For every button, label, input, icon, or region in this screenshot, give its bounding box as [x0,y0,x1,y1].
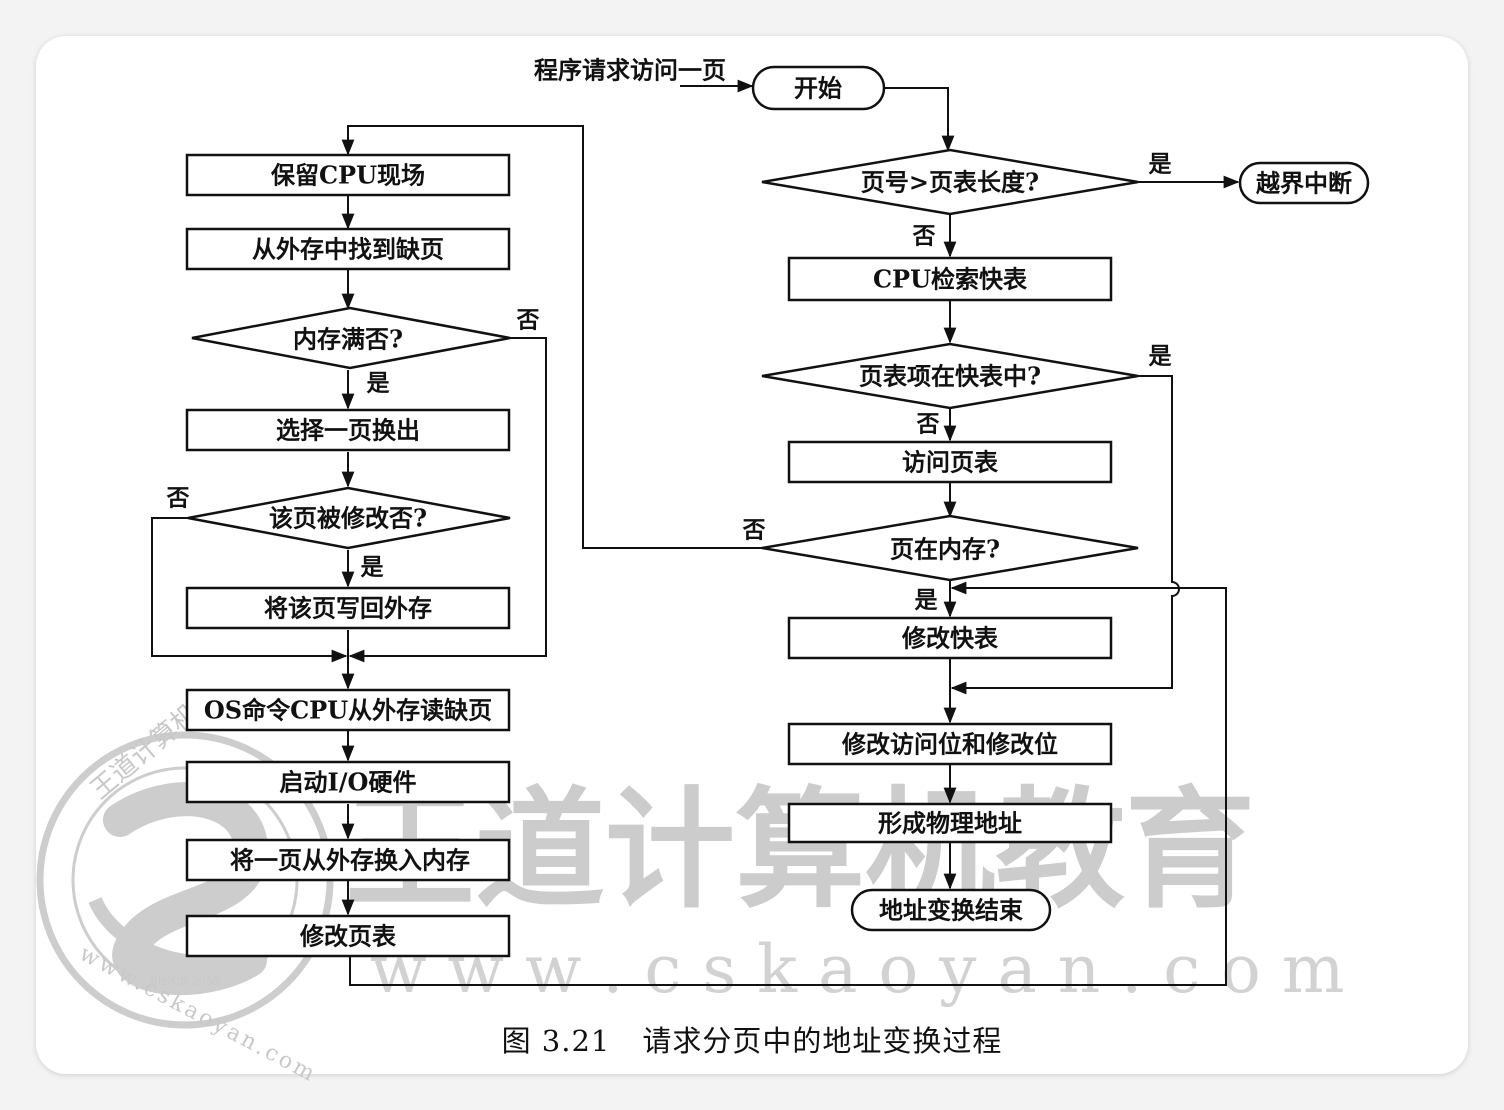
form-address-box [787,802,1113,844]
in-memory-decision [761,514,1139,582]
save-cpu-label: 保留CPU现场 [270,161,425,190]
overflow-label: 越界中断 [1256,169,1352,198]
memfull-no-line [348,337,547,663]
form-address-label: 形成物理地址 [878,809,1022,838]
check-length-label: 页号>页表长度? [861,168,1039,197]
no-label-modified: 否 [166,485,190,512]
update-tlb-box [787,616,1113,660]
find-page-box [185,227,511,271]
start-io-label: 启动I/O硬件 [280,768,417,797]
yes-label-overflow: 是 [1149,151,1172,178]
os-command-label: OS命令CPU从外存读缺页 [204,696,492,725]
start-label: 开始 [794,74,842,103]
entry-label: 程序请求访问一页 [534,56,726,85]
in-tlb-decision [761,342,1139,410]
no-label-memory: 否 [742,517,766,544]
no-label-length: 否 [912,223,936,250]
os-command-box [185,688,511,732]
update-tlb-label: 修改快表 [901,624,999,653]
seal-since-text: SINCE 2008 [150,975,219,988]
yes-label-memfull: 是 [367,370,390,397]
select-page-label: 选择一页换出 [276,416,420,445]
mem-full-label: 内存满否? [293,325,403,354]
check-length-decision [761,148,1139,216]
end-label: 地址变换结束 [879,896,1024,925]
end-node [850,888,1052,932]
yes-label-memory: 是 [915,587,938,614]
write-back-label: 将该页写回外存 [264,594,432,623]
yes-label-tlb: 是 [1149,343,1172,370]
mem-full-decision [191,306,511,370]
start-io-box [185,760,511,804]
update-bits-label: 修改访问位和修改位 [841,730,1058,759]
url-watermark: w w w . c s k a o y a n . c o m [370,931,1344,1008]
figure-number: 图 3.21 [501,1024,611,1058]
inmem-no-line [341,125,762,549]
search-tlb-box [787,256,1113,302]
find-page-label: 从外存中找到缺页 [252,235,444,264]
in-memory-label: 页在内存? [890,535,1000,564]
yes-label-modified: 是 [361,554,384,581]
select-page-box [185,408,511,452]
in-tlb-label: 页表项在快表中? [859,362,1041,391]
swap-in-label: 将一页从外存换入内存 [230,846,470,875]
modified-decision [187,486,511,550]
figure-card [36,36,1468,1074]
update-bits-box [787,722,1113,766]
no-label-tlb: 否 [916,411,940,438]
update-page-table-box [185,914,511,958]
update-page-table-label: 修改页表 [299,922,397,951]
figure-caption: 图 3.21 请求分页中的地址变换过程 [0,1018,1504,1060]
access-page-table-box [787,440,1113,484]
figure-title: 请求分页中的地址变换过程 [642,1024,1003,1058]
save-cpu-box [185,153,511,197]
return-loop-line [349,581,1227,986]
write-back-box [185,586,511,630]
start-to-check-arrow [884,87,955,152]
modified-no-line [151,517,348,663]
no-label-memfull: 否 [516,307,540,334]
overflow-node [1238,161,1370,205]
swap-in-box [185,838,511,882]
access-page-table-label: 访问页表 [902,448,999,477]
modified-label: 该页被修改否? [269,504,427,533]
start-node [751,65,886,111]
search-tlb-label: CPU检索快表 [873,265,1028,294]
